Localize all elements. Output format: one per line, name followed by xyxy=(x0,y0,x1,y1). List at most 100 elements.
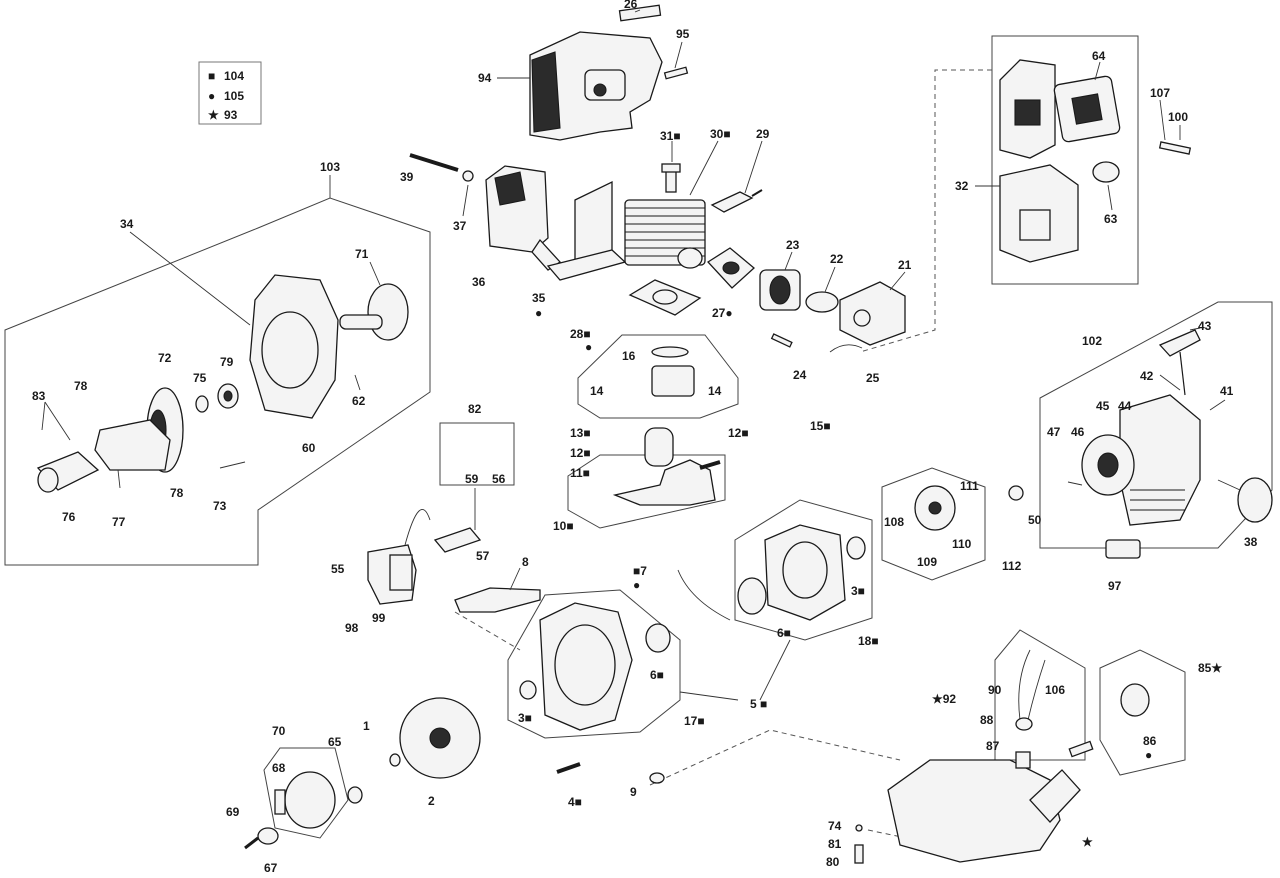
washer-75 xyxy=(195,395,209,413)
label-7: ■7 xyxy=(633,564,647,578)
label-17: 17■ xyxy=(684,714,705,728)
label-13: 13■ xyxy=(570,426,591,440)
label-74: 74 xyxy=(828,819,842,833)
label-3a: 3■ xyxy=(851,584,865,598)
cylinder-shroud-94 xyxy=(529,4,663,141)
label-5: 5 ■ xyxy=(750,697,767,711)
handle-43 xyxy=(1158,329,1201,396)
label-67: 67 xyxy=(264,861,278,875)
label-36: 36 xyxy=(472,275,486,289)
cap-38 xyxy=(1237,477,1273,523)
label-9: 9 xyxy=(630,785,637,799)
label-90: 90 xyxy=(988,683,1002,697)
intake-23 xyxy=(759,269,801,311)
label-110: 110 xyxy=(952,537,972,551)
filter-element-64 xyxy=(1053,75,1121,143)
label-4: 4■ xyxy=(568,795,582,809)
label-23: 23 xyxy=(786,238,800,252)
bolt-31 xyxy=(661,163,681,193)
label-28: 28■ xyxy=(570,327,591,341)
piston-16 xyxy=(651,346,695,397)
label-46: 46 xyxy=(1071,425,1085,439)
gasket-22 xyxy=(805,291,839,313)
drain-screw-80 xyxy=(854,824,864,864)
label-26: 26 xyxy=(624,0,638,11)
label-86: 86 xyxy=(1143,734,1157,748)
label-68: 68 xyxy=(272,761,286,775)
label-78b: 78 xyxy=(170,486,184,500)
label-42: 42 xyxy=(1140,369,1154,383)
label-72: 72 xyxy=(158,351,172,365)
label-81: 81 xyxy=(828,837,842,851)
label-75: 75 xyxy=(193,371,207,385)
label-41: 41 xyxy=(1220,384,1234,398)
label-3b: 3■ xyxy=(518,711,532,725)
legend: ■ 104 ● 105 ★ 93 xyxy=(198,61,262,125)
label-70: 70 xyxy=(272,724,286,738)
label-85: 85★ xyxy=(1198,661,1222,675)
gasket-28 xyxy=(628,279,702,316)
tube-76 xyxy=(36,451,100,493)
bolt-24 xyxy=(770,333,793,348)
label-64: 64 xyxy=(1092,49,1106,63)
label-60: 60 xyxy=(302,441,316,455)
heat-shield-35 xyxy=(546,180,627,281)
label-83: 83 xyxy=(32,389,46,403)
label-56: 56 xyxy=(492,472,506,486)
crankcase-17 xyxy=(519,602,671,731)
bolt-4 xyxy=(556,762,581,774)
legend-symbol-square: ■ xyxy=(208,69,215,83)
recoil-starter-102 xyxy=(1081,394,1201,526)
label-106: 106 xyxy=(1045,683,1065,697)
label-95: 95 xyxy=(676,27,690,41)
nut-9 xyxy=(649,772,665,784)
label-112: 112 xyxy=(1002,559,1022,573)
label-22: 22 xyxy=(830,252,844,266)
bracket-8 xyxy=(454,587,541,613)
label-71: 71 xyxy=(355,247,369,261)
label-108: 108 xyxy=(884,515,904,529)
legend-symbol-star: ★ xyxy=(208,108,219,122)
label-37: 37 xyxy=(453,219,467,233)
label-6b: 6■ xyxy=(650,668,664,682)
label-11: 11■ xyxy=(570,466,590,480)
air-filter-base xyxy=(999,59,1056,159)
bolt-39 xyxy=(409,153,474,182)
label-97: 97 xyxy=(1108,579,1122,593)
clutch-70 xyxy=(274,771,336,829)
screw-100 xyxy=(1158,141,1192,155)
ignition-coil-55 xyxy=(367,508,431,605)
label-8: 8 xyxy=(522,555,529,569)
label-28-marker: ● xyxy=(585,340,592,354)
label-87: 87 xyxy=(986,739,1000,753)
label-16: 16 xyxy=(622,349,636,363)
label-43: 43 xyxy=(1198,319,1212,333)
fan-housing-60 xyxy=(249,274,339,419)
label-32: 32 xyxy=(955,179,969,193)
pawl-plate-112 xyxy=(914,485,956,531)
label-86-marker: ● xyxy=(1145,748,1152,762)
label-76: 76 xyxy=(62,510,76,524)
label-79: 79 xyxy=(220,355,234,369)
label-35: 35 xyxy=(532,291,546,305)
label-82: 82 xyxy=(468,402,482,416)
label-65: 65 xyxy=(328,735,342,749)
screw-95 xyxy=(663,66,689,80)
crankshaft-11 xyxy=(612,427,721,506)
gasket-7 xyxy=(677,569,731,621)
label-14b: 14 xyxy=(708,384,722,398)
label-111: 111 xyxy=(960,479,979,493)
label-80: 80 xyxy=(826,855,840,869)
washer-65 xyxy=(347,786,363,804)
air-filter-cover-32 xyxy=(999,164,1079,263)
legend-label-93: 93 xyxy=(224,108,238,122)
label-45: 45 xyxy=(1096,399,1110,413)
label-18: 18■ xyxy=(858,634,879,648)
label-100: 100 xyxy=(1168,110,1188,124)
label-99: 99 xyxy=(372,611,386,625)
label-103: 103 xyxy=(320,160,340,174)
label-35-marker: ● xyxy=(535,306,542,320)
label-1: 1 xyxy=(363,719,370,733)
flywheel-2 xyxy=(389,697,481,779)
